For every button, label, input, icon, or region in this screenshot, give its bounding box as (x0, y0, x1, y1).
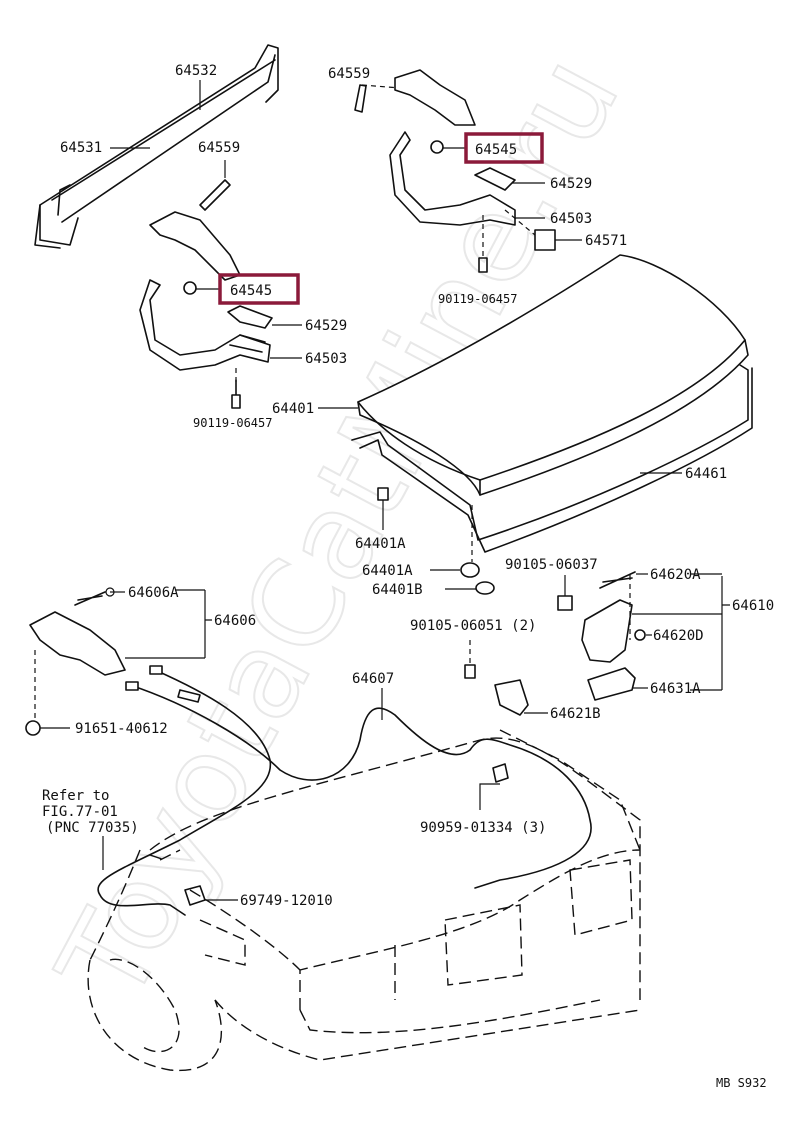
right-hinge (354, 69, 556, 273)
label-64401: 64401 (272, 401, 314, 417)
label-64545-right[interactable]: 64545 (475, 142, 517, 158)
label-64401A-mid: 64401A (362, 563, 413, 579)
release-cable (97, 665, 592, 916)
highlight-64545-left (218, 273, 300, 305)
label-64503-left: 64503 (305, 351, 347, 367)
label-64559-right: 64559 (328, 66, 370, 82)
label-64532: 64532 (175, 63, 217, 79)
label-64401A-top: 64401A (355, 536, 406, 552)
label-69749-12010: 69749-12010 (240, 893, 333, 909)
lock-assembly (464, 571, 646, 716)
label-64620A: 64620A (650, 567, 701, 583)
refer-note-line3: (PNC 77035) (46, 820, 139, 836)
car-body-outline (87, 729, 641, 1072)
refer-note-line1: Refer to (42, 788, 109, 804)
label-64503-right: 64503 (550, 211, 592, 227)
label-64545-left[interactable]: 64545 (230, 283, 272, 299)
label-64631A: 64631A (650, 681, 701, 697)
label-64610: 64610 (732, 598, 774, 614)
torsion-bar-assembly (34, 44, 279, 249)
trunk-lid (351, 254, 753, 553)
diagram-code: MB S932 (716, 1076, 767, 1090)
label-64559-left: 64559 (198, 140, 240, 156)
label-91651-40612: 91651-40612 (75, 721, 168, 737)
label-64461: 64461 (685, 466, 727, 482)
label-64606: 64606 (214, 613, 256, 629)
label-bolt-left: 90119-06457 (193, 416, 272, 430)
highlight-64545-right (464, 132, 544, 164)
label-90105-06037: 90105-06037 (505, 557, 598, 573)
label-90105-06051: 90105-06051 (2) (410, 618, 536, 634)
label-64620D: 64620D (653, 628, 704, 644)
label-64571: 64571 (585, 233, 627, 249)
label-64607: 64607 (352, 671, 394, 687)
label-64531: 64531 (60, 140, 102, 156)
label-64606A: 64606A (128, 585, 179, 601)
label-64529-left: 64529 (305, 318, 347, 334)
label-90959: 90959-01334 (3) (420, 820, 546, 836)
label-64529-right: 64529 (550, 176, 592, 192)
refer-note-line2[interactable]: FIG.77-01 (42, 804, 118, 820)
left-hinge (139, 160, 273, 409)
opener-lever (25, 587, 126, 736)
label-64621B: 64621B (550, 706, 601, 722)
label-64401B: 64401B (372, 582, 423, 598)
label-bolt-right: 90119-06457 (438, 292, 517, 306)
